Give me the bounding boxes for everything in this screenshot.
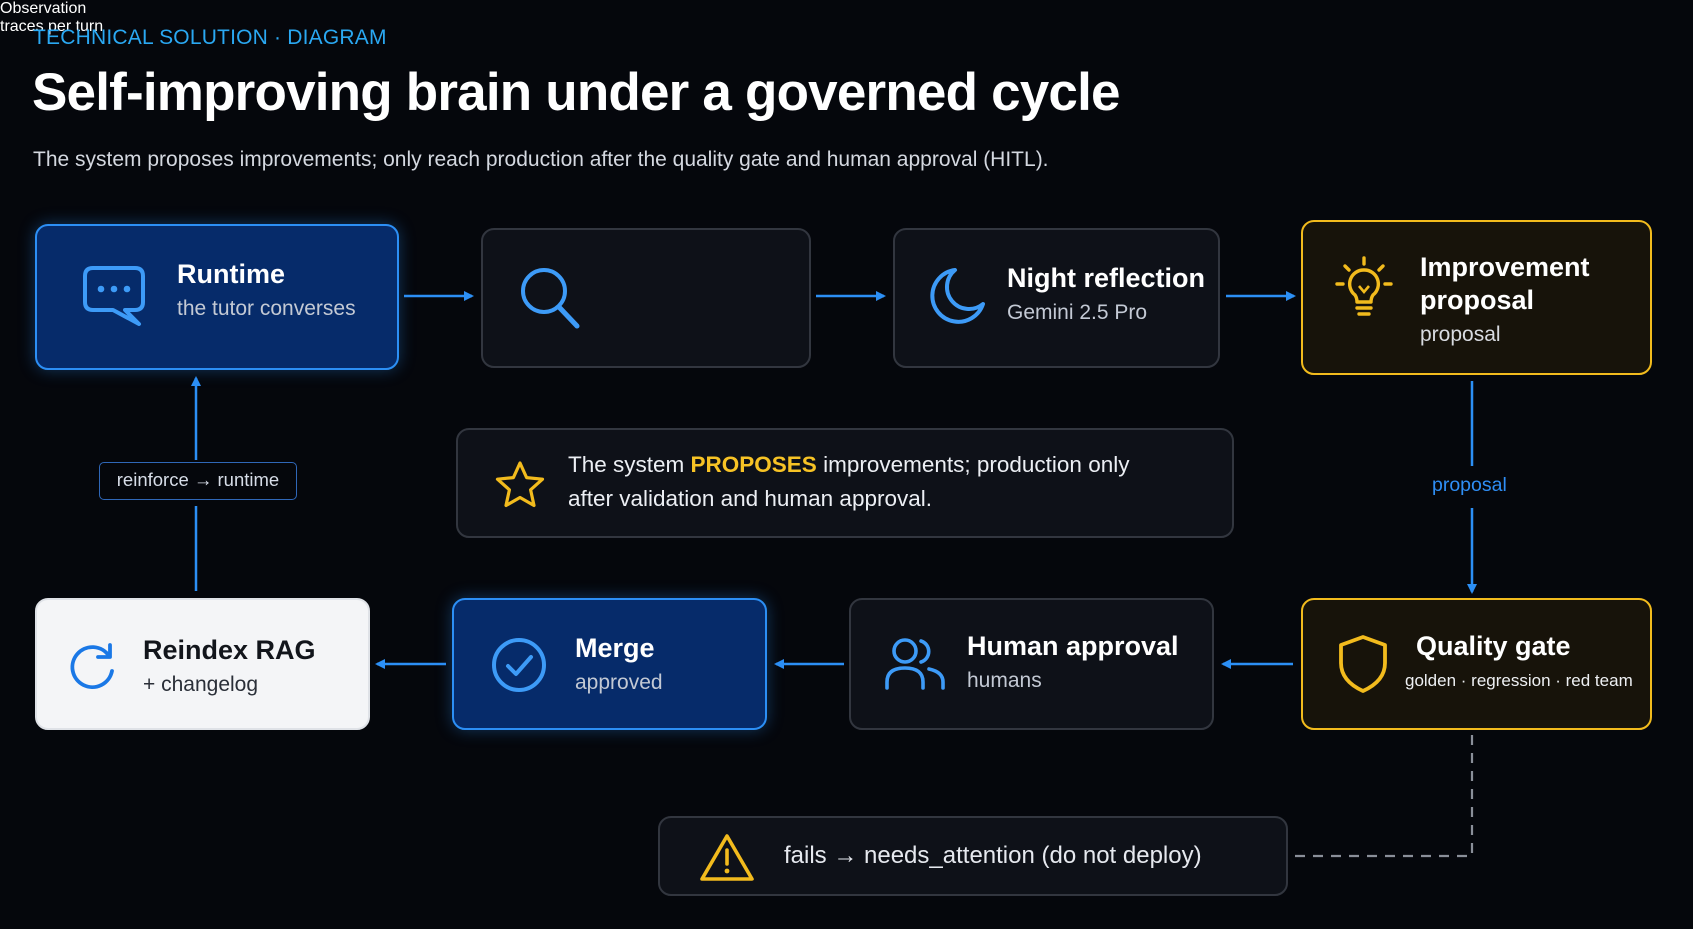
users-icon [883,634,947,699]
node-title: Quality gate [1416,631,1571,661]
node-title: Night reflection [1007,263,1206,293]
shield-icon [1335,633,1391,700]
node-merge[interactable]: Merge approved [452,598,767,730]
node-improvement-proposal[interactable]: Improvement proposal proposal [1301,220,1652,375]
node-title: Improvement proposal [1420,252,1590,315]
node-subtitle: traces per turn [0,18,104,35]
edge-label-proposal: proposal [1432,474,1507,496]
page-title: Self-improving brain under a governed cy… [32,63,1121,122]
edge-label-reinforce: reinforce → runtime [99,462,297,500]
node-human-approval[interactable]: Human approval humans [849,598,1214,730]
page-subtitle: The system proposes improvements; only r… [33,148,1049,171]
edge-gate-failure [1292,735,1474,858]
node-title: Merge [575,633,655,663]
node-subtitle: approved [575,670,663,694]
node-subtitle: Gemini 2.5 Pro [1007,300,1148,324]
check-circle-icon [490,636,548,699]
node-night-reflection[interactable]: Night reflection Gemini 2.5 Pro [893,228,1220,368]
lightbulb-icon [1333,256,1395,327]
node-subtitle: humans [967,668,1042,692]
node-title: Reindex RAG [143,635,316,665]
node-quality-gate[interactable]: Quality gate golden · regression · red t… [1301,598,1652,730]
node-subtitle: + changelog [143,672,259,696]
node-subtitle: proposal [1420,322,1501,346]
failure-text: fails → needs_attention (do not deploy) [784,842,1202,869]
node-subtitle: golden · regression · red team [1405,670,1633,690]
node-reindex-rag[interactable]: Reindex RAG + changelog [35,598,370,730]
node-observation[interactable] [481,228,811,368]
failure-callout: fails → needs_attention (do not deploy) [658,816,1288,896]
star-icon [494,460,546,515]
eyebrow-label: TECHNICAL SOLUTION · DIAGRAM [33,26,387,49]
callout-highlight: PROPOSES [690,452,817,477]
principle-callout: The system PROPOSES improvements; produc… [456,428,1234,538]
node-title: Runtime [177,259,285,289]
node-title: Observation [0,0,87,17]
node-runtime[interactable]: Runtime the tutor converses [35,224,399,370]
refresh-icon [65,640,119,699]
magnifier-icon [517,264,583,337]
moon-icon [925,264,989,335]
node-subtitle: the tutor converses [177,296,356,320]
node-title: Human approval [967,631,1179,661]
warning-icon [698,832,756,889]
callout-text: The system PROPOSES improvements; produc… [568,452,1130,511]
chat-bubble-icon [81,264,151,333]
